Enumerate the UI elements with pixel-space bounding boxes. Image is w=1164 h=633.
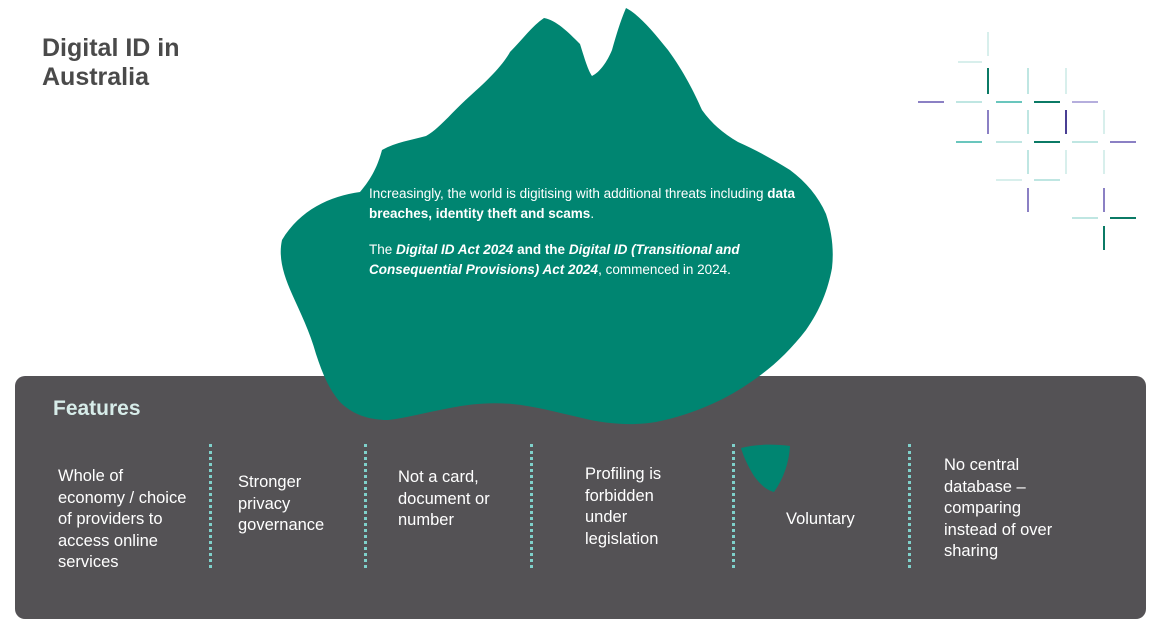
intro-paragraph-acts: The Digital ID Act 2024 and the Digital … [369,240,809,280]
grid-lines-decoration [918,32,1136,250]
tasmania-shape [741,444,790,492]
feature-divider [364,444,367,568]
page-title-line-1: Digital ID in [42,34,180,62]
features-heading: Features [53,397,141,420]
australia-mainland-shape [280,8,833,425]
feature-divider [209,444,212,568]
feature-divider [530,444,533,568]
intro-acts-and: and the [513,242,569,257]
intro-threats-end: . [590,206,595,221]
page-title: Digital ID in Australia [42,34,180,92]
feature-divider [732,444,735,568]
feature-profiling-forbidden: Profiling is forbidden under legislation [585,465,662,548]
intro-acts-end: , commenced in 2024. [598,262,731,277]
intro-paragraph-threats: Increasingly, the world is digitising wi… [369,184,809,224]
intro-act-transitional: Digital ID (Transitional and Consequenti… [369,242,740,277]
feature-voluntary: Voluntary [786,510,855,528]
feature-not-a-card: Not a card, document or number [398,468,490,529]
page-title-line-2: Australia [42,63,149,91]
feature-divider [908,444,911,568]
feature-privacy-governance: Stronger privacy governance [238,473,325,534]
intro-threats-emphasis: data breaches, identity theft and scams [369,186,795,221]
intro-text: Increasingly, the world is digitising wi… [369,184,809,296]
intro-threats-lead: Increasingly, the world is digitising wi… [369,186,768,201]
feature-no-central-database: No central database – comparing instead … [944,456,1053,560]
intro-act-digital-id: Digital ID Act 2024 [396,242,514,257]
feature-whole-of-economy: Whole of economy / choice of providers t… [58,467,187,571]
intro-acts-lead: The [369,242,397,257]
